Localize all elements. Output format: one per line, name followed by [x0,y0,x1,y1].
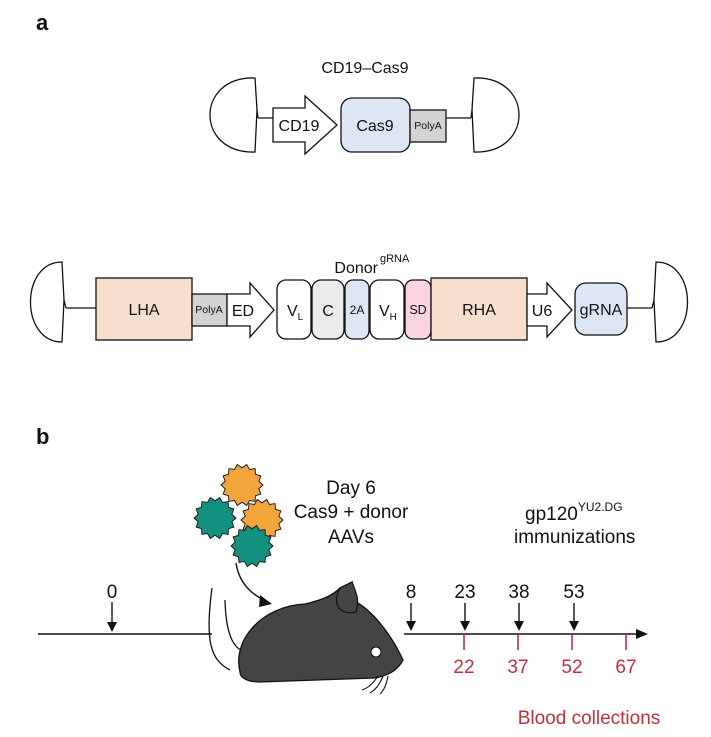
cd19-promoter-arrow [272,94,338,156]
right-itr-2 [653,261,688,343]
blood-collections-label: Blood collections [518,708,661,729]
rha-box [430,277,528,341]
t2a-label: 2A [350,303,365,317]
immunizations-label: immunizations [514,527,635,548]
u6-arrow [526,281,573,339]
blood-day-52: 52 [561,634,583,678]
blood-day-67: 67 [615,634,637,678]
donor-title-sup: gRNA [380,253,410,265]
cas9-label: Cas9 [356,118,393,135]
ed-label: ED [232,303,254,320]
grna-box [574,282,628,336]
rha-label: RHA [462,302,496,319]
mouse-illustration [208,580,404,695]
injection-annotation: Day 6 Cas9 + donor AAVs [294,478,409,548]
immunization-day-label: 38 [508,582,529,603]
sd-label: SD [409,303,426,317]
mouse-eye [370,646,382,658]
day-0-label: 0 [107,582,118,603]
aav-teal-1 [193,496,237,540]
u6-label: U6 [532,303,553,320]
construct-cd19-cas9: CD19–Cas9 CD19 Cas9 PolyA [209,60,520,156]
timeline-after: 8 23 38 53 22 37 52 67 [404,582,648,678]
blood-day-label: 67 [615,657,636,678]
immunization-day-label: 23 [454,582,475,603]
lha-label: LHA [128,302,159,319]
hand [208,587,231,671]
constant-box [311,279,345,340]
aav-teal-2 [230,524,274,568]
injection-day: Day 6 [326,478,376,499]
immunization-day-38: 38 [508,582,530,631]
right-itr-1 [471,77,520,153]
left-itr-1 [209,77,258,153]
immunization-day-8: 8 [406,582,417,631]
polya-label-2: PolyA [195,304,222,316]
blood-day-label: 37 [507,657,528,678]
blood-day-label: 22 [453,657,474,678]
immunogen-label: gp120YU2.DG [525,500,623,525]
vl-box [276,279,312,340]
cd19-label: CD19 [279,118,320,135]
immunization-annotation: gp120YU2.DG immunizations [514,500,635,548]
construct-donor-grna: Donor gRNA LHA PolyA ED VL C 2A VH SD RH [30,253,688,343]
constant-label: C [322,303,334,320]
ed-arrow [226,281,275,339]
blood-day-label: 52 [561,657,582,678]
blood-day-22: 22 [453,634,475,678]
immunization-day-23: 23 [454,582,476,631]
vh-box [369,279,405,340]
aav-particles [193,463,284,568]
construct-cd19-cas9-title: CD19–Cas9 [321,60,408,77]
immunization-day-label: 8 [406,582,417,603]
immunization-day-label: 53 [563,582,584,603]
vh-label: VH [379,303,397,323]
blood-day-37: 37 [507,634,529,678]
injection-description: Cas9 + donor [294,502,409,523]
polya-box-2 [191,293,228,327]
panel-a-label: a [36,10,49,35]
donor-title: Donor [334,260,378,277]
t2a-box [344,279,370,340]
vl-label: VL [287,303,304,323]
aav-orange-1 [220,463,264,507]
mouse-body [238,580,404,683]
mouse-whiskers [361,675,389,695]
panel-b-label: b [36,424,49,449]
left-itr-2 [30,261,65,343]
immunization-day-53: 53 [563,582,585,631]
polya-box-1 [409,109,447,143]
lha-box [95,277,193,341]
grna-label: gRNA [580,302,623,319]
polya-label-1: PolyA [414,120,441,132]
mouse-ear [335,581,359,614]
injection-vector: AAVs [328,527,374,548]
injection-arrow [235,562,269,603]
